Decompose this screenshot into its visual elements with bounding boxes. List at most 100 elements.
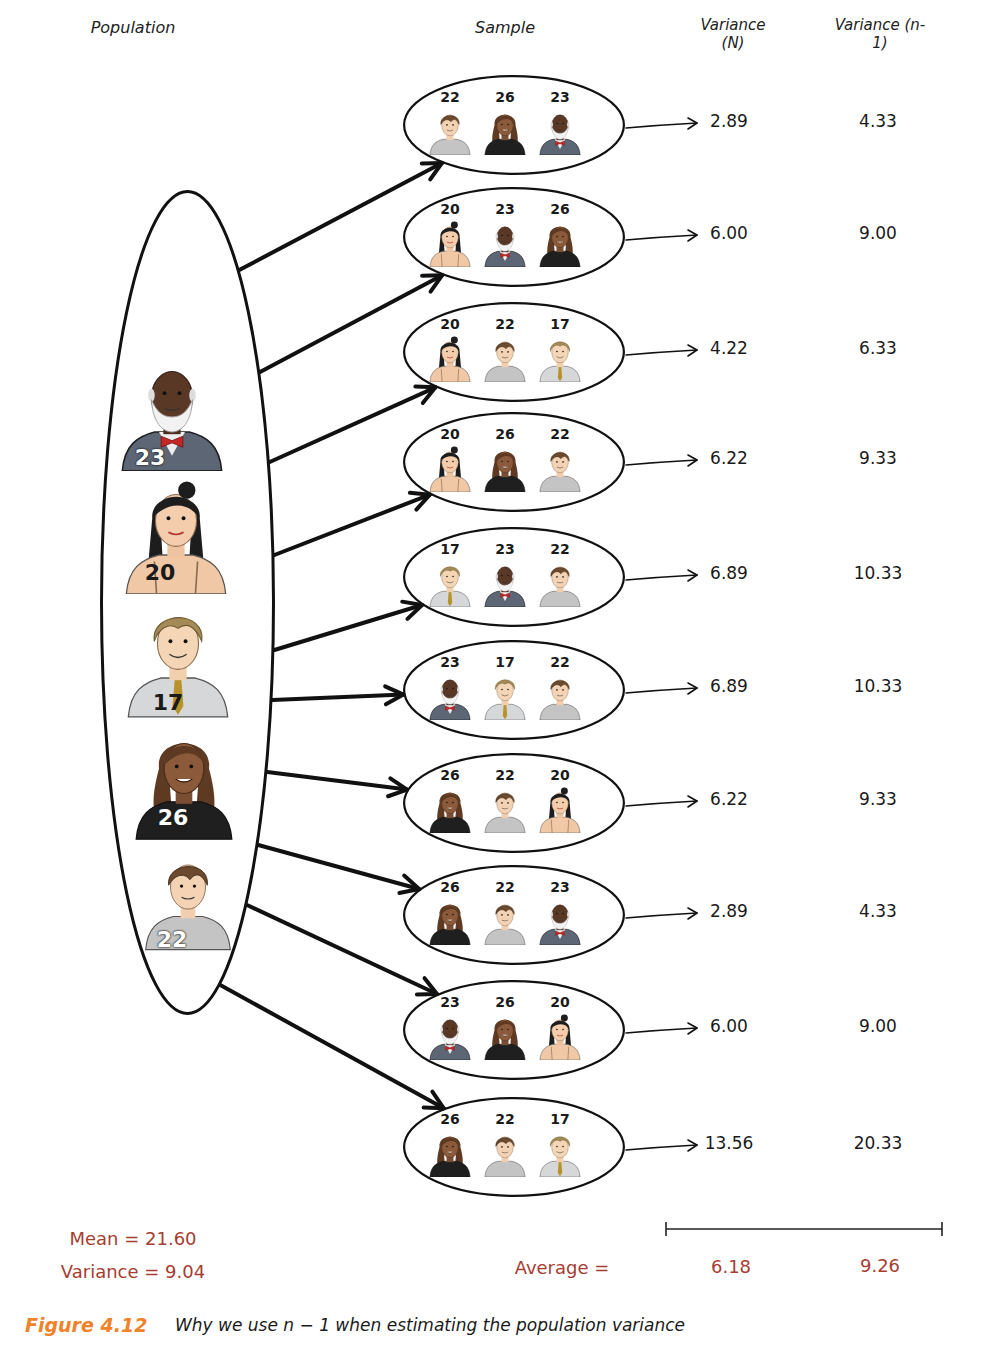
- bracket-tick: [941, 1222, 943, 1236]
- node-number: 22: [550, 654, 569, 671]
- person-figure: [485, 680, 525, 720]
- arrow-head: [399, 876, 419, 893]
- person-figure: [430, 1137, 470, 1177]
- person-figure: [540, 1137, 580, 1177]
- person-figure: [540, 452, 580, 492]
- person-figure: [540, 342, 580, 382]
- sample-ellipse: 222623: [403, 75, 625, 175]
- connector: [270, 387, 436, 462]
- summary-text: 9.26: [860, 1255, 900, 1277]
- ellipse-border: [404, 754, 624, 852]
- ellipse-border: [404, 981, 624, 1079]
- leader-arrows: [626, 118, 697, 1151]
- variance-value: 9.33: [859, 448, 897, 468]
- person-figure: [485, 115, 525, 155]
- node-number: 20: [550, 994, 569, 1011]
- person-figure: [540, 567, 580, 607]
- sample-ellipse: 172322: [403, 527, 625, 627]
- variance-value: 6.22: [710, 448, 748, 468]
- variance-value: 4.22: [710, 338, 748, 358]
- variance-value: 10.33: [854, 676, 903, 696]
- connector-line: [267, 772, 407, 790]
- node-number: 17: [440, 541, 459, 558]
- person-figure: [540, 788, 580, 833]
- ellipse-border: [404, 1098, 624, 1196]
- summary-text: Average =: [515, 1257, 610, 1279]
- person-figure: [540, 1015, 580, 1060]
- node-number: 20: [145, 560, 176, 586]
- arrow-head: [424, 1092, 444, 1109]
- sample-ellipse: 262220: [403, 753, 625, 853]
- leader-line: [626, 123, 697, 128]
- connector-line: [274, 605, 422, 650]
- sample-ellipse: 232620: [403, 980, 625, 1080]
- variance-value: 4.33: [859, 901, 897, 921]
- person-figure: [430, 793, 470, 833]
- arrow-head: [422, 163, 442, 179]
- arrow-head: [402, 602, 422, 619]
- variance-value: 2.89: [710, 111, 748, 131]
- variance-value: 6.00: [710, 1016, 748, 1036]
- leader-line: [626, 350, 697, 355]
- bracket-line: [666, 1228, 942, 1230]
- sample-ellipse: 202326: [403, 187, 625, 287]
- person-figure: [430, 567, 470, 607]
- connector-line: [273, 695, 404, 700]
- column-header: Variance (n-1): [834, 16, 926, 52]
- column-header: Variance (N): [687, 16, 779, 52]
- person-figure: [485, 1020, 525, 1060]
- ellipse-border: [404, 188, 624, 286]
- ellipse-border: [102, 192, 274, 1014]
- variance-value: 4.33: [859, 111, 897, 131]
- node-number: 26: [550, 201, 569, 218]
- node-number: 20: [440, 316, 459, 333]
- leader-head: [688, 796, 697, 807]
- connector-line: [274, 495, 429, 555]
- person-figure: [128, 618, 227, 717]
- person-figure: [126, 482, 225, 594]
- person-figure: [485, 1137, 525, 1177]
- connector: [273, 686, 404, 704]
- node-number: 23: [550, 879, 569, 896]
- ellipse-border: [404, 413, 624, 511]
- node-number: 26: [440, 767, 459, 784]
- connector: [247, 905, 437, 994]
- person-figure: [122, 372, 221, 471]
- connector: [260, 275, 442, 372]
- sample-ellipse: 262217: [403, 1097, 625, 1197]
- sample-ellipse: 262223: [403, 865, 625, 965]
- average-bracket: [666, 1222, 942, 1236]
- variance-value: 6.00: [710, 223, 748, 243]
- person-figure: [485, 793, 525, 833]
- arrow-head: [410, 493, 430, 510]
- summary-text: Variance = 9.04: [61, 1261, 205, 1283]
- leader-head: [688, 1140, 697, 1151]
- node-number: 26: [440, 1111, 459, 1128]
- leader-head: [688, 570, 697, 581]
- variance-value: 10.33: [854, 563, 903, 583]
- node-number: 23: [440, 994, 459, 1011]
- person-figure: [485, 567, 525, 607]
- node-number: 22: [550, 426, 569, 443]
- summary-text: Mean = 21.60: [69, 1228, 196, 1250]
- person-figure: [430, 905, 470, 945]
- sample-ellipse: 231722: [403, 640, 625, 740]
- population-ellipse: 2320172622: [100, 190, 275, 1015]
- person-figure: [540, 227, 580, 267]
- person-figure: [430, 680, 470, 720]
- variance-value: 2.89: [710, 901, 748, 921]
- person-figure: [540, 115, 580, 155]
- variance-value: 13.56: [705, 1133, 754, 1153]
- connector-line: [270, 387, 436, 462]
- ellipse-outline: [100, 190, 275, 1015]
- leader-head: [688, 345, 697, 356]
- column-header: Population: [91, 18, 176, 37]
- leader-head: [688, 683, 697, 694]
- person-figure: [430, 222, 470, 267]
- person-figure: [540, 905, 580, 945]
- variance-value: 6.33: [859, 338, 897, 358]
- arrow-head: [422, 275, 442, 291]
- node-number: 17: [550, 1111, 569, 1128]
- person-figure: [430, 447, 470, 492]
